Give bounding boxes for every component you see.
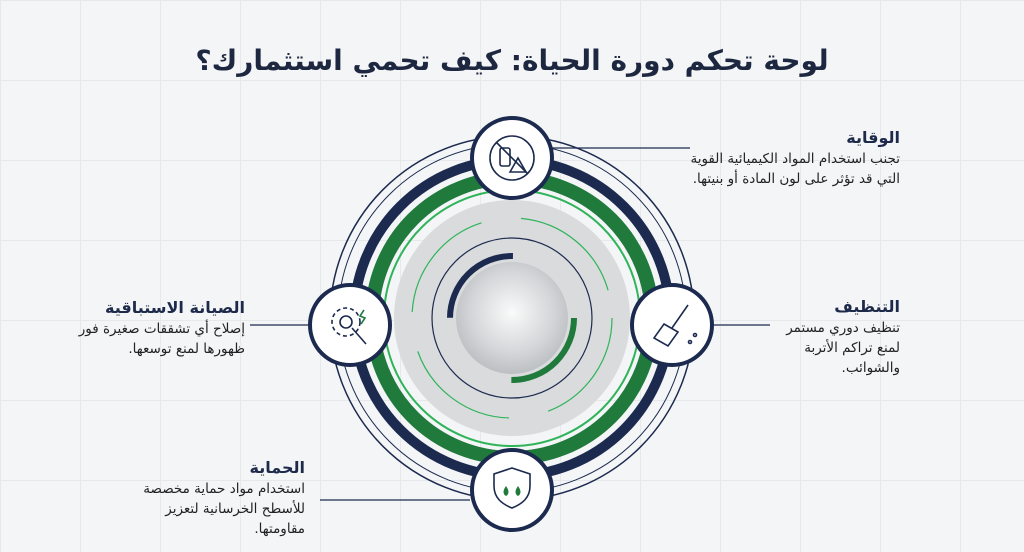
connector-lines <box>250 147 770 501</box>
broom-icon <box>652 304 698 348</box>
stage-title: الوقاية <box>846 128 900 147</box>
node-cleaning <box>630 283 714 367</box>
gear-wrench-icon <box>331 307 367 345</box>
stage-description: تجنب استخدام المواد الكيميائية القوية ال… <box>690 151 900 187</box>
stage-title: الصيانة الاستباقية <box>105 298 245 317</box>
page-title: لوحة تحكم دورة الحياة: كيف تحمي استثمارك… <box>195 44 829 77</box>
stage-prevention: الوقاية تجنب استخدام المواد الكيميائية ا… <box>690 128 900 189</box>
stage-nodes <box>308 116 714 532</box>
stage-protection: الحماية استخدام مواد حماية مخصصة للأسطح … <box>140 458 305 539</box>
stage-title: التنظيف <box>834 297 900 316</box>
stage-description: تنظيف دوري مستمر لمنع تراكم الأتربة والش… <box>786 320 900 376</box>
shield-drops-icon <box>493 467 531 509</box>
node-maintenance <box>308 283 392 367</box>
stage-description: استخدام مواد حماية مخصصة للأسطح الخرساني… <box>143 481 305 537</box>
stage-description: إصلاح أي تشققات صغيرة فور ظهورها لمنع تو… <box>78 321 245 357</box>
node-protection <box>470 448 554 532</box>
stage-maintenance: الصيانة الاستباقية إصلاح أي تشققات صغيرة… <box>75 298 245 359</box>
stage-title: الحماية <box>249 458 305 477</box>
no-chemicals-icon <box>489 135 535 181</box>
center-disc <box>456 262 568 374</box>
stage-cleaning: التنظيف تنظيف دوري مستمر لمنع تراكم الأت… <box>760 297 900 378</box>
